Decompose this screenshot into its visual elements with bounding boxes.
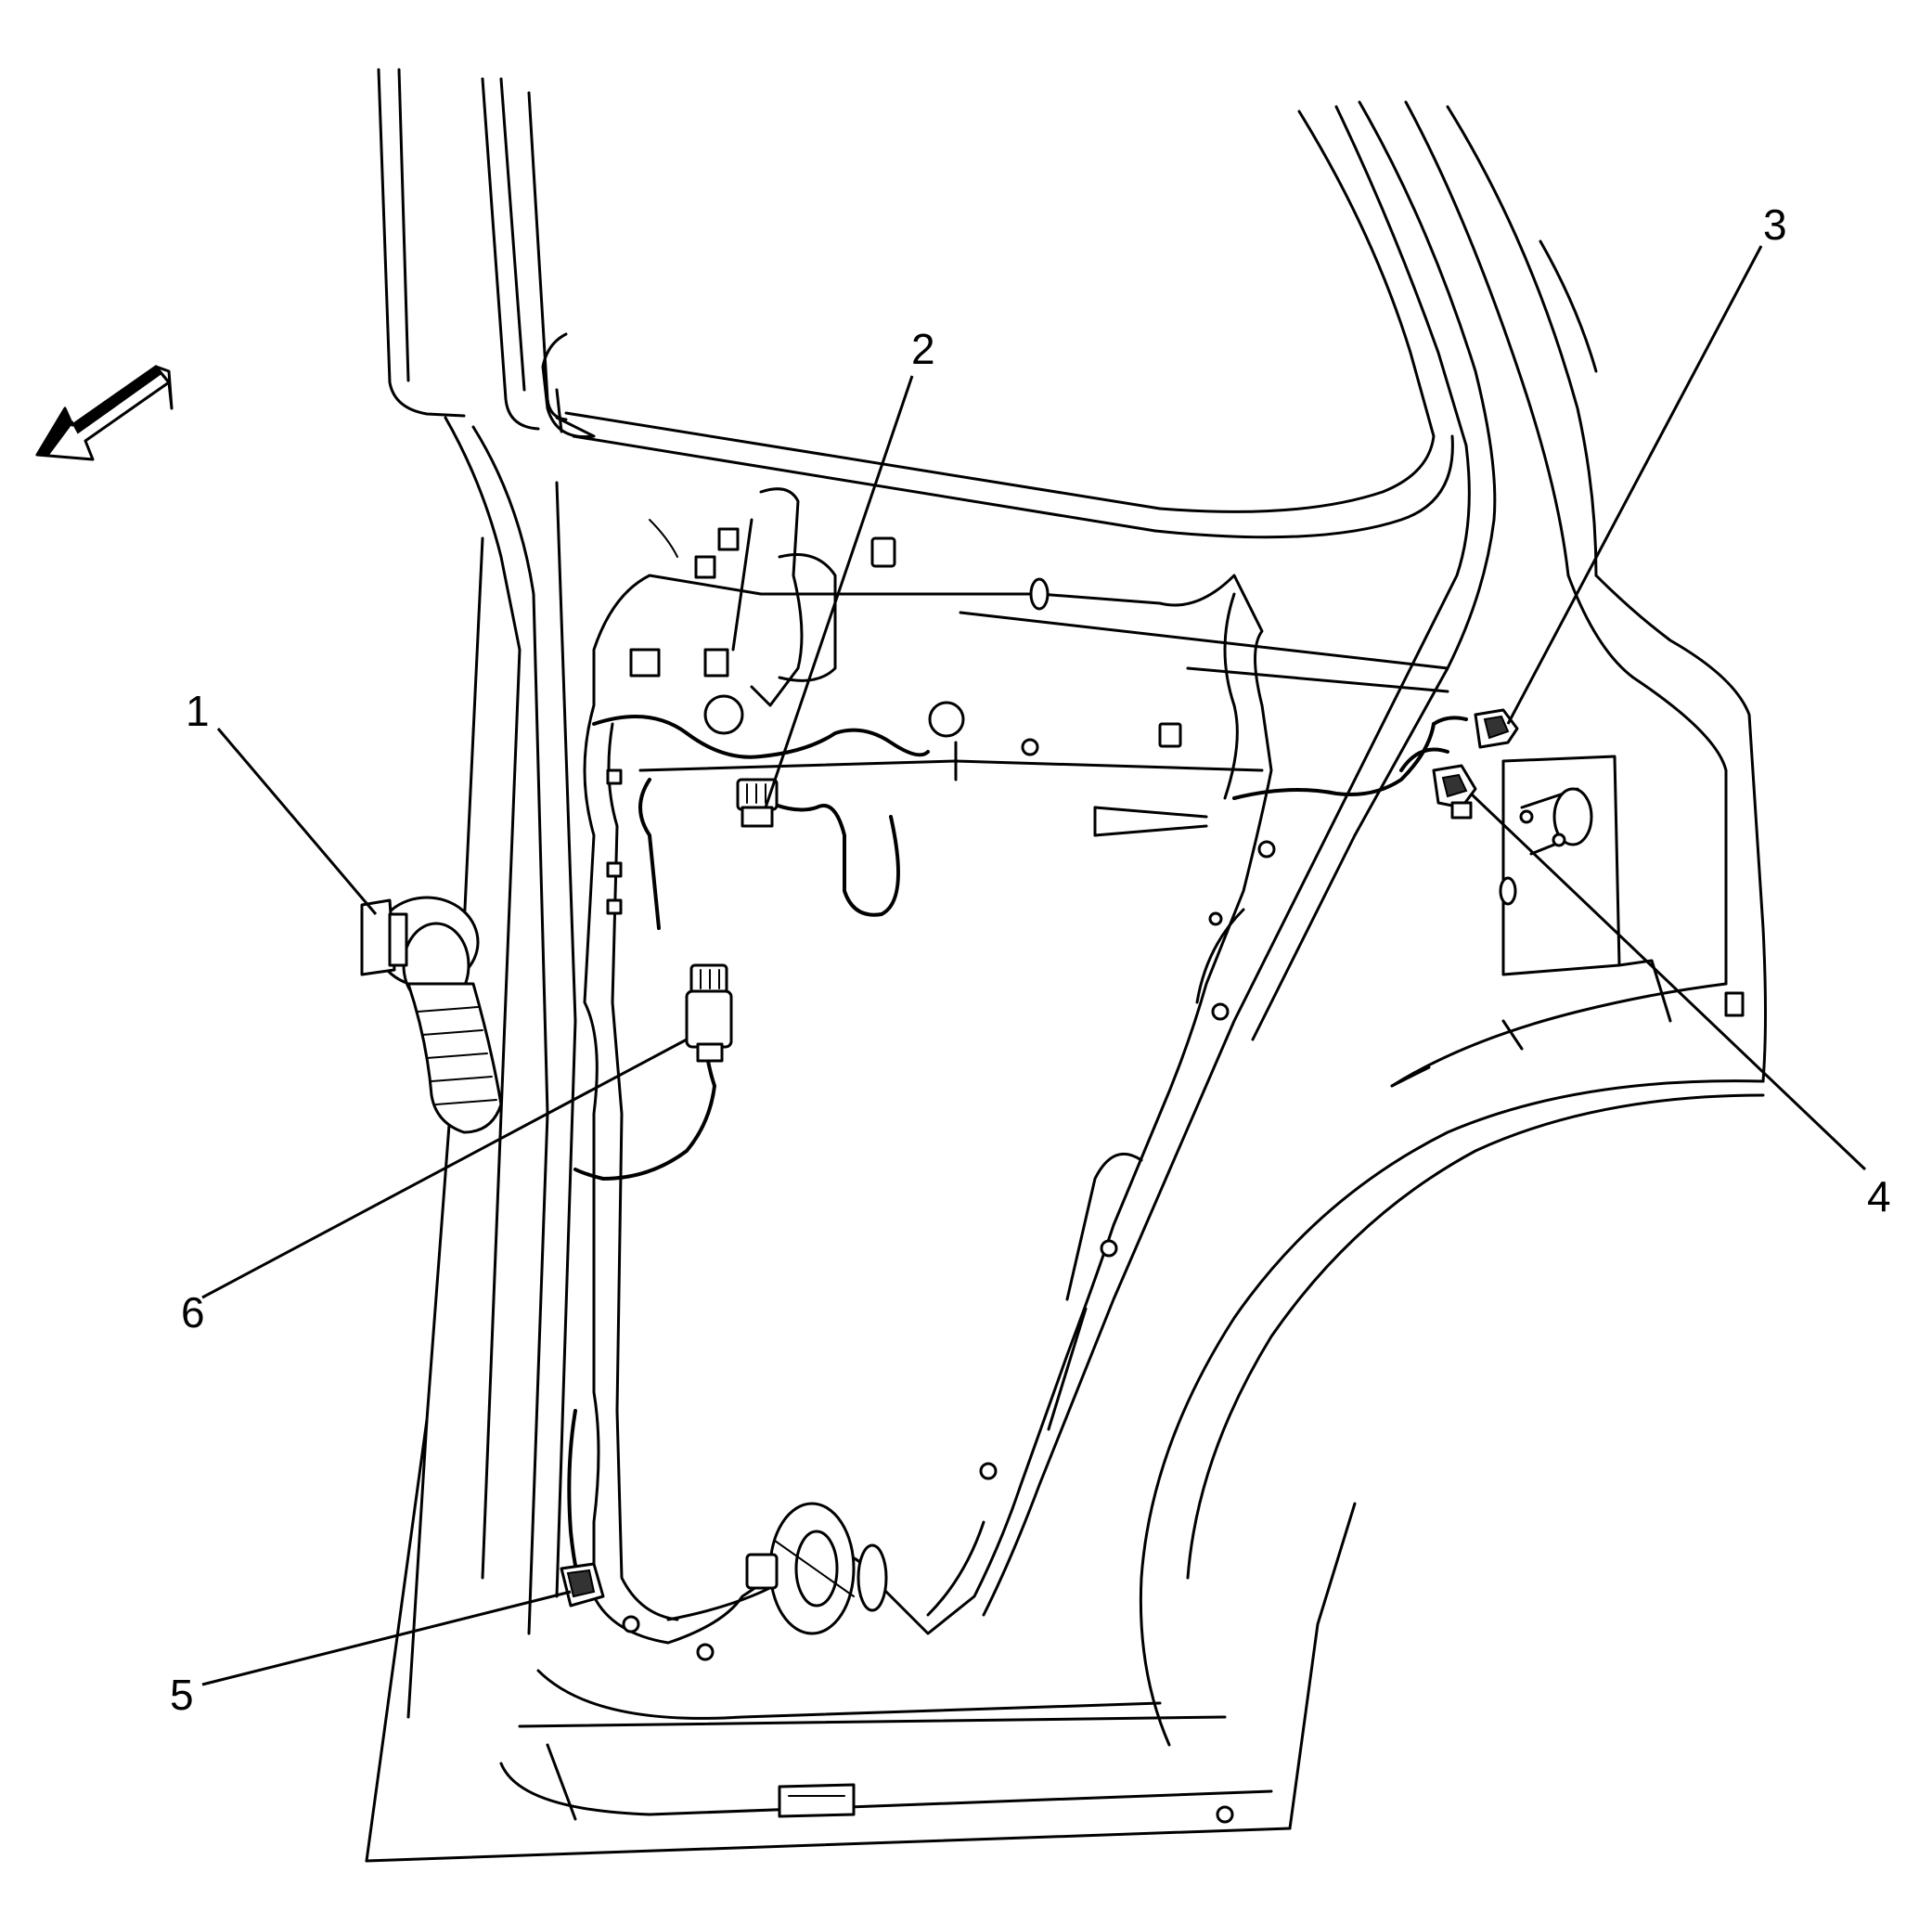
connector-2 (736, 778, 779, 828)
connector-6 (685, 963, 733, 1063)
door-latch-area (1499, 755, 1745, 1023)
callout-2: 2 (911, 325, 935, 373)
leader-line-1 (216, 728, 378, 915)
direction-arrow-icon (35, 365, 174, 461)
harness-grommet-boot (360, 896, 503, 1134)
connector-3 (1474, 708, 1519, 749)
leader-line-2 (764, 375, 914, 808)
callout-4: 4 (1867, 1172, 1891, 1220)
inner-door-panel (583, 574, 1273, 1645)
connector-4 (1432, 764, 1477, 820)
callout-6: 6 (181, 1288, 205, 1336)
callout-1: 1 (186, 687, 210, 735)
connector-5 (560, 1562, 605, 1608)
leader-line-4 (1469, 792, 1867, 1171)
leader-lines (201, 245, 1867, 1686)
window-regulator-area (606, 487, 1449, 915)
callout-labels: 1 2 3 4 5 6 (170, 200, 1891, 1719)
callout-3: 3 (1763, 200, 1787, 249)
leader-line-3 (1506, 245, 1763, 725)
callout-5: 5 (170, 1671, 194, 1719)
speaker-access-hole (622, 840, 1276, 1824)
leader-line-5 (201, 1590, 572, 1686)
leader-line-6 (201, 1038, 688, 1299)
